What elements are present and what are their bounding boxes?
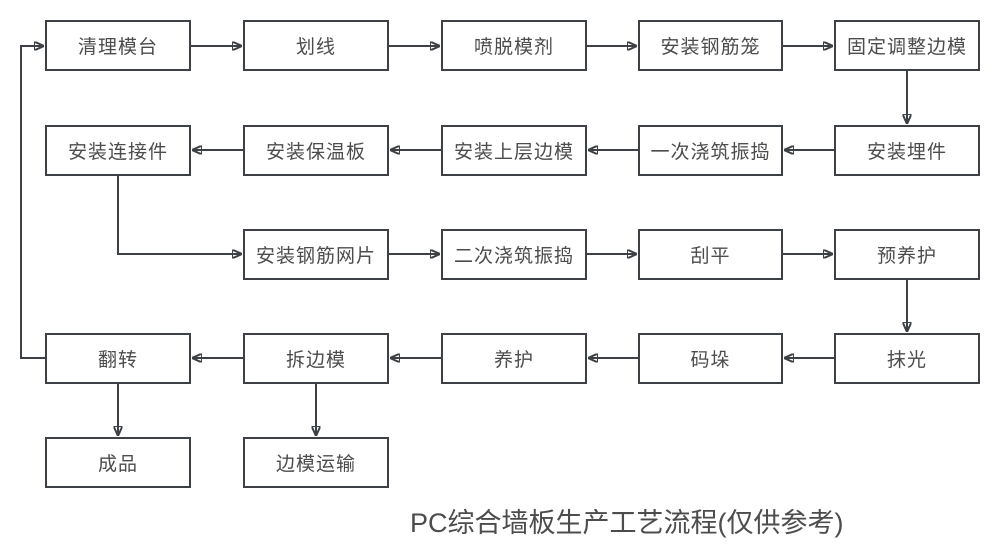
node-stacking: 码垛 [638,333,783,384]
node-fix-adjust-side-mold: 固定调整边模 [834,20,980,71]
node-clean-mold-table: 清理模台 [45,20,191,71]
node-first-pour-vibrate: 一次浇筑振捣 [638,125,783,176]
node-second-pour-vibrate: 二次浇筑振捣 [441,229,587,280]
node-finished-product: 成品 [45,437,191,488]
node-install-rebar-mesh: 安装钢筋网片 [243,229,389,280]
node-spray-release-agent: 喷脱模剂 [441,20,587,71]
node-remove-side-mold: 拆边模 [243,333,389,384]
node-curing: 养护 [441,333,587,384]
node-pre-curing: 预养护 [834,229,980,280]
node-flip: 翻转 [45,333,191,384]
node-side-mold-transport: 边模运输 [243,437,389,488]
node-install-upper-side-mold: 安装上层边模 [441,125,587,176]
node-install-embedded-parts: 安装埋件 [834,125,980,176]
edge-connector-to-mesh [117,176,241,254]
node-install-connectors: 安装连接件 [45,125,191,176]
node-scrape-level: 刮平 [638,229,783,280]
node-install-rebar-cage: 安装钢筋笼 [638,20,783,71]
edge-flip-loop-to-clean [20,46,45,359]
node-scribe-line: 划线 [243,20,389,71]
node-install-insulation-board: 安装保温板 [243,125,389,176]
node-trowel-finish: 抹光 [834,333,980,384]
diagram-title: PC综合墙板生产工艺流程(仅供参考) [410,508,844,538]
